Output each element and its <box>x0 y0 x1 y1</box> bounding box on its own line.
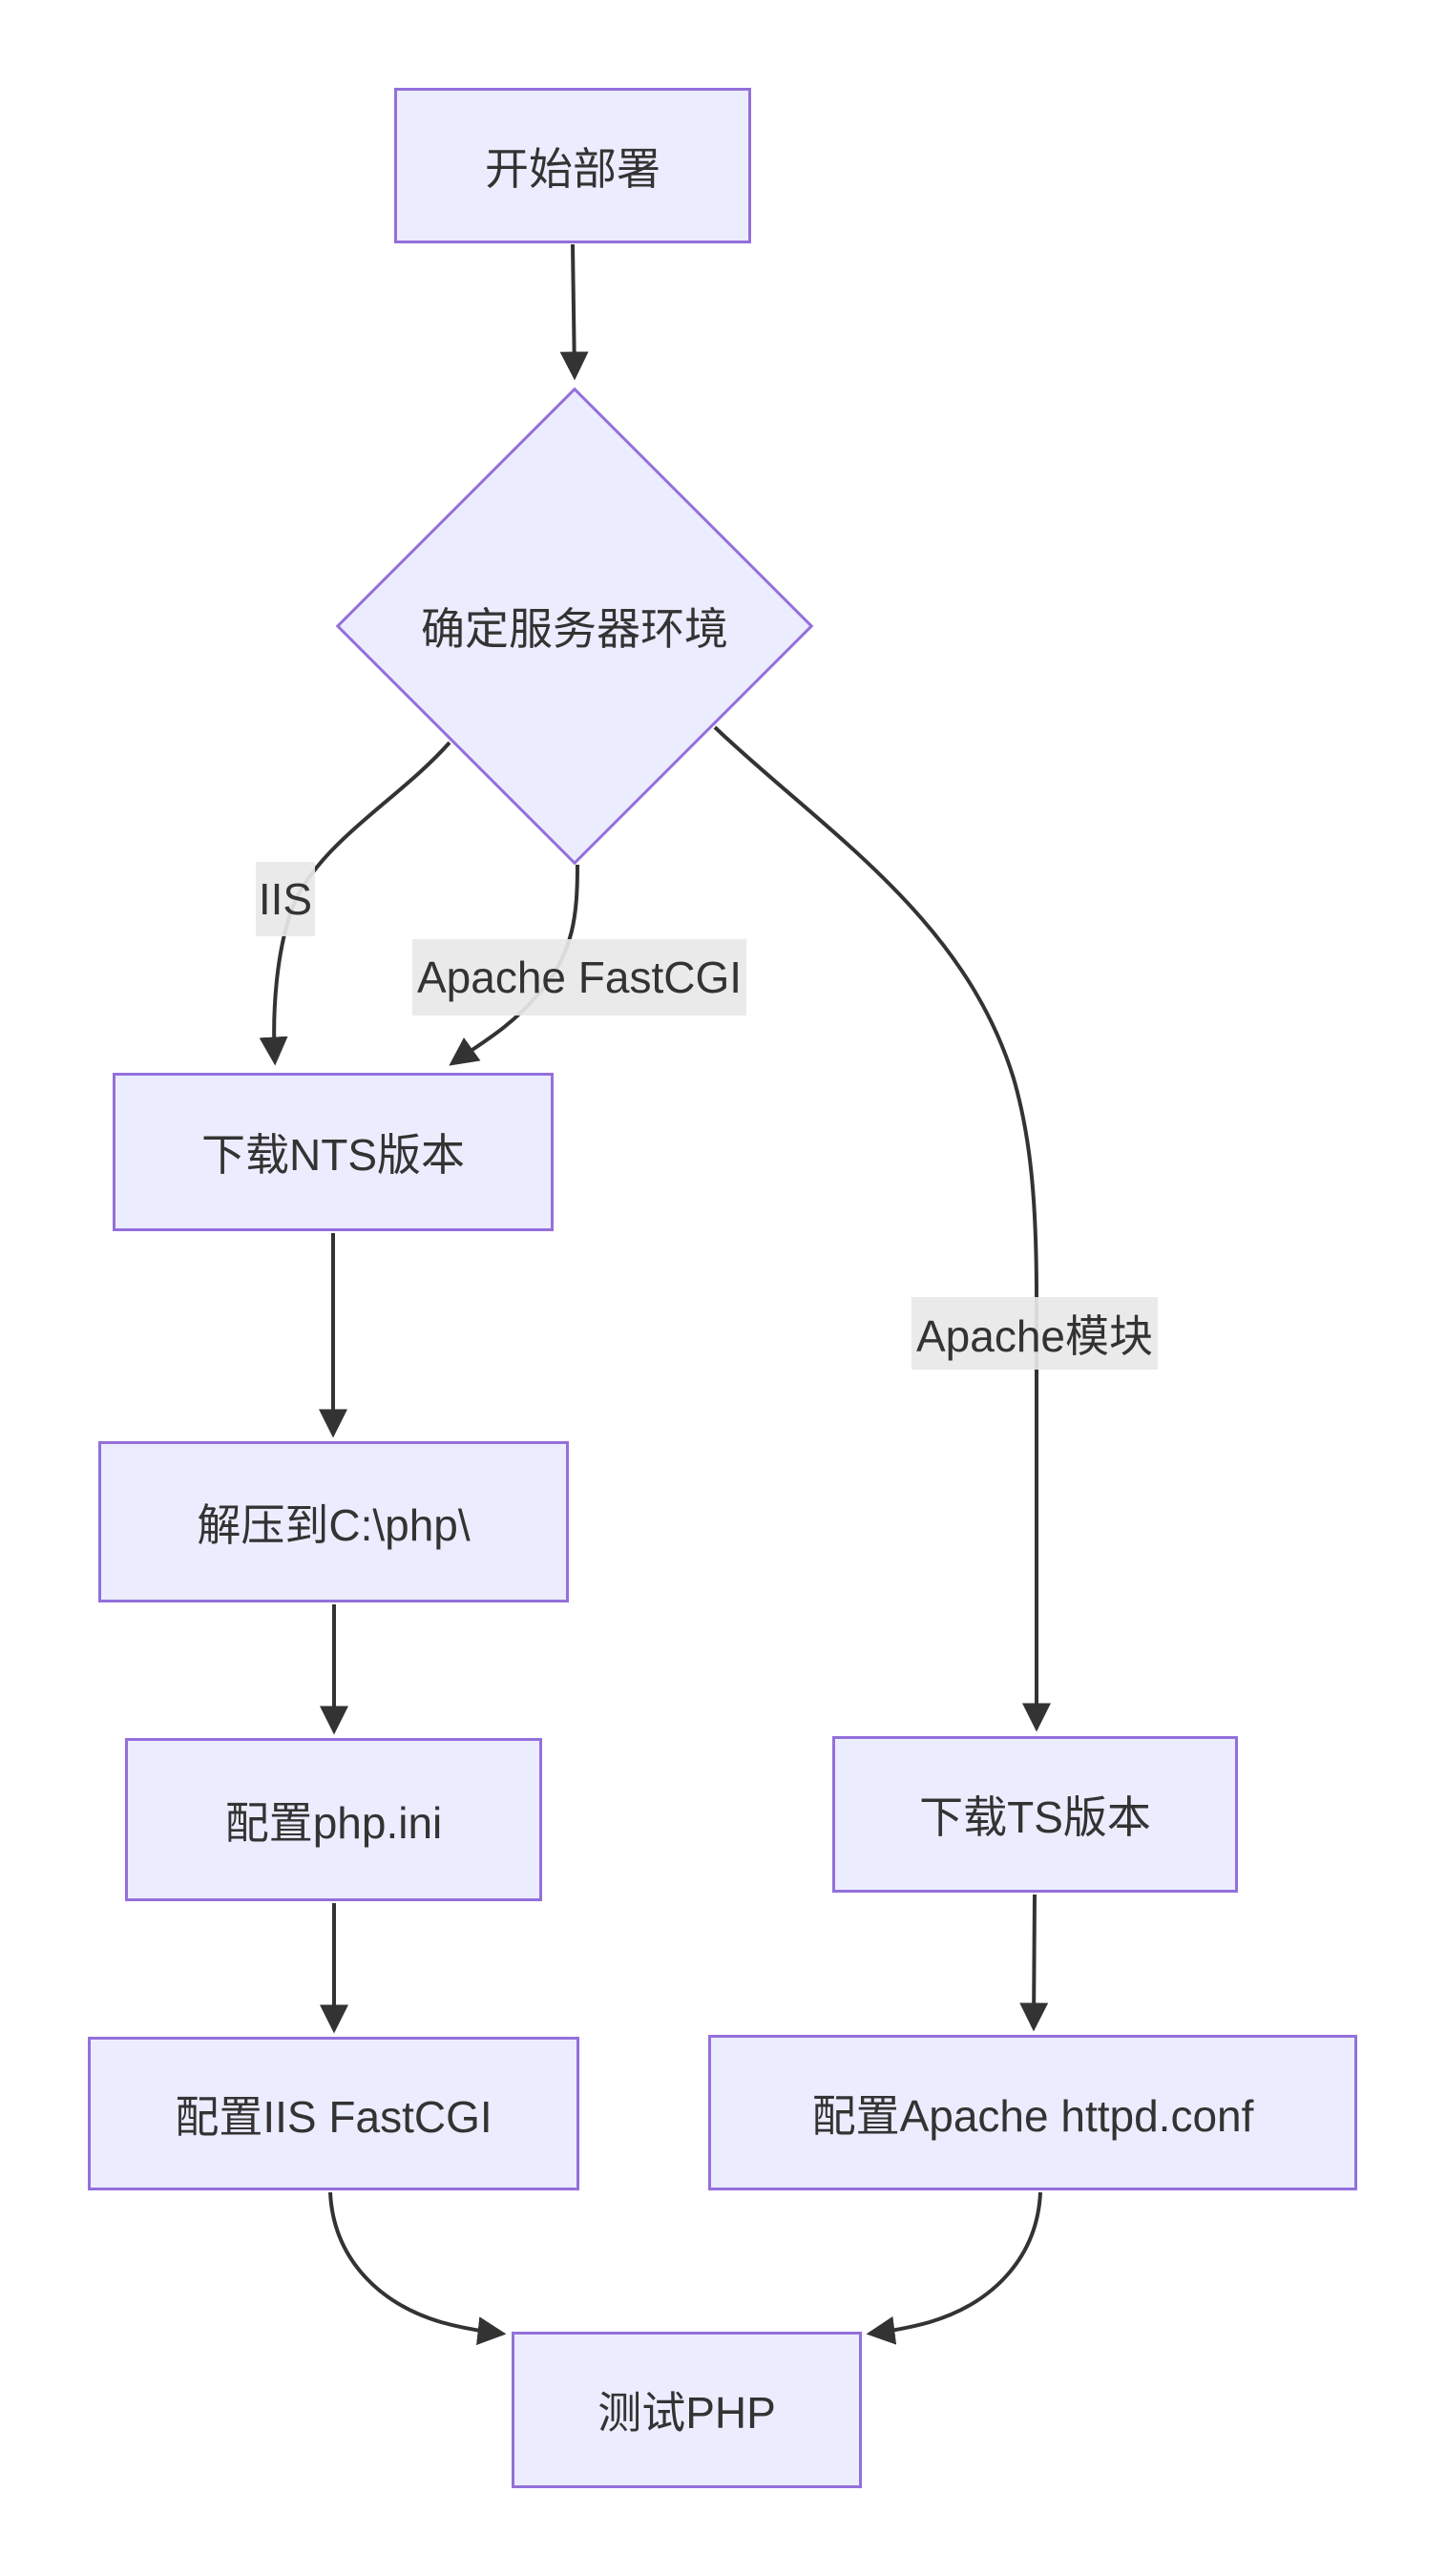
node-test-php: 测试PHP <box>512 2332 862 2488</box>
node-configure-phpini: 配置php.ini <box>125 1738 542 1901</box>
node-test-label: 测试PHP <box>597 2388 776 2438</box>
edge-label-iis: IIS <box>256 862 315 936</box>
node-configure-apache-httpdconf: 配置Apache httpd.conf <box>708 2035 1357 2190</box>
node-configure-iis-fastcgi: 配置IIS FastCGI <box>88 2037 579 2190</box>
node-download-nts: 下载NTS版本 <box>113 1073 554 1231</box>
node-start-label: 开始部署 <box>485 143 660 194</box>
edge-label-apache-module: Apache模块 <box>912 1297 1158 1370</box>
edge-ts-to-httpd <box>1019 1894 1049 2032</box>
node-iiscgi-label: 配置IIS FastCGI <box>175 2091 492 2142</box>
edge-httpd-to-test <box>866 2191 1042 2345</box>
edge-decision-to-ts-module <box>713 725 1051 1732</box>
node-extract-label: 解压到C:\php\ <box>197 1499 471 1550</box>
node-phpini-label: 配置php.ini <box>224 1797 443 1848</box>
node-download-ts: 下载TS版本 <box>832 1736 1238 1893</box>
node-extract-to-cphp: 解压到C:\php\ <box>98 1441 569 1602</box>
node-httpd-label: 配置Apache httpd.conf <box>811 2090 1254 2141</box>
node-start-deploy: 开始部署 <box>394 88 751 243</box>
node-decision-label: 确定服务器环境 <box>421 604 728 654</box>
node-ts-label: 下载TS版本 <box>919 1792 1151 1842</box>
edge-iiscgi-to-test <box>328 2191 507 2346</box>
edge-start-to-decision <box>559 243 589 381</box>
node-nts-label: 下载NTS版本 <box>201 1130 465 1180</box>
edge-label-apache-fastcgi: Apache FastCGI <box>412 939 746 1016</box>
